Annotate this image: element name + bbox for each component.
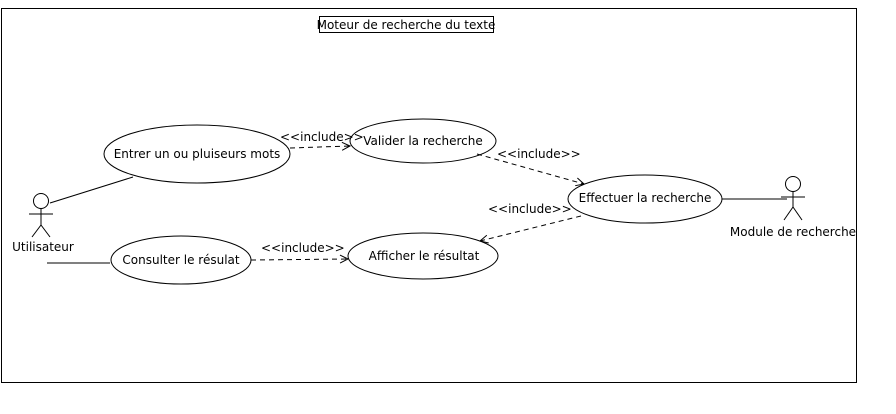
actor-user[interactable]: Utilisateur — [12, 193, 74, 255]
use-case-display-label: Afficher le résultat — [369, 249, 480, 263]
use-case-consult-label: Consulter le résulat — [122, 253, 239, 267]
include-enter-to-validate — [289, 146, 350, 148]
use-case-enter-words-label: Entrer un ou pluiseurs mots — [114, 147, 281, 161]
system-boundary — [1, 8, 857, 383]
use-case-perform-label: Effectuer la recherche — [579, 191, 712, 205]
actor-module[interactable]: Module de recherche — [730, 176, 856, 240]
association-user-enter — [49, 176, 134, 204]
diagram-title: Moteur de recherche du texte — [317, 18, 496, 32]
use-case-enter-words[interactable]: Entrer un ou pluiseurs mots — [103, 124, 291, 184]
include-label-1: <<include>> — [280, 130, 364, 144]
include-label-4: <<include>> — [261, 241, 345, 255]
use-case-validate-label: Valider la recherche — [363, 134, 482, 148]
actor-user-head — [33, 193, 49, 209]
use-case-validate[interactable]: Valider la recherche — [349, 118, 497, 164]
actor-module-head — [785, 176, 801, 192]
include-label-2: <<include>> — [497, 147, 581, 161]
use-case-perform[interactable]: Effectuer la recherche — [567, 174, 723, 224]
title-box — [319, 16, 494, 33]
actor-module-label: Module de recherche — [730, 225, 856, 239]
use-case-consult[interactable]: Consulter le résulat — [110, 235, 252, 285]
use-case-display[interactable]: Afficher le résultat — [347, 232, 499, 280]
include-consult-to-display — [250, 259, 348, 260]
actor-user-label: Utilisateur — [12, 240, 74, 254]
include-label-3: <<include>> — [488, 202, 572, 216]
include-validate-to-perform — [476, 153, 584, 184]
